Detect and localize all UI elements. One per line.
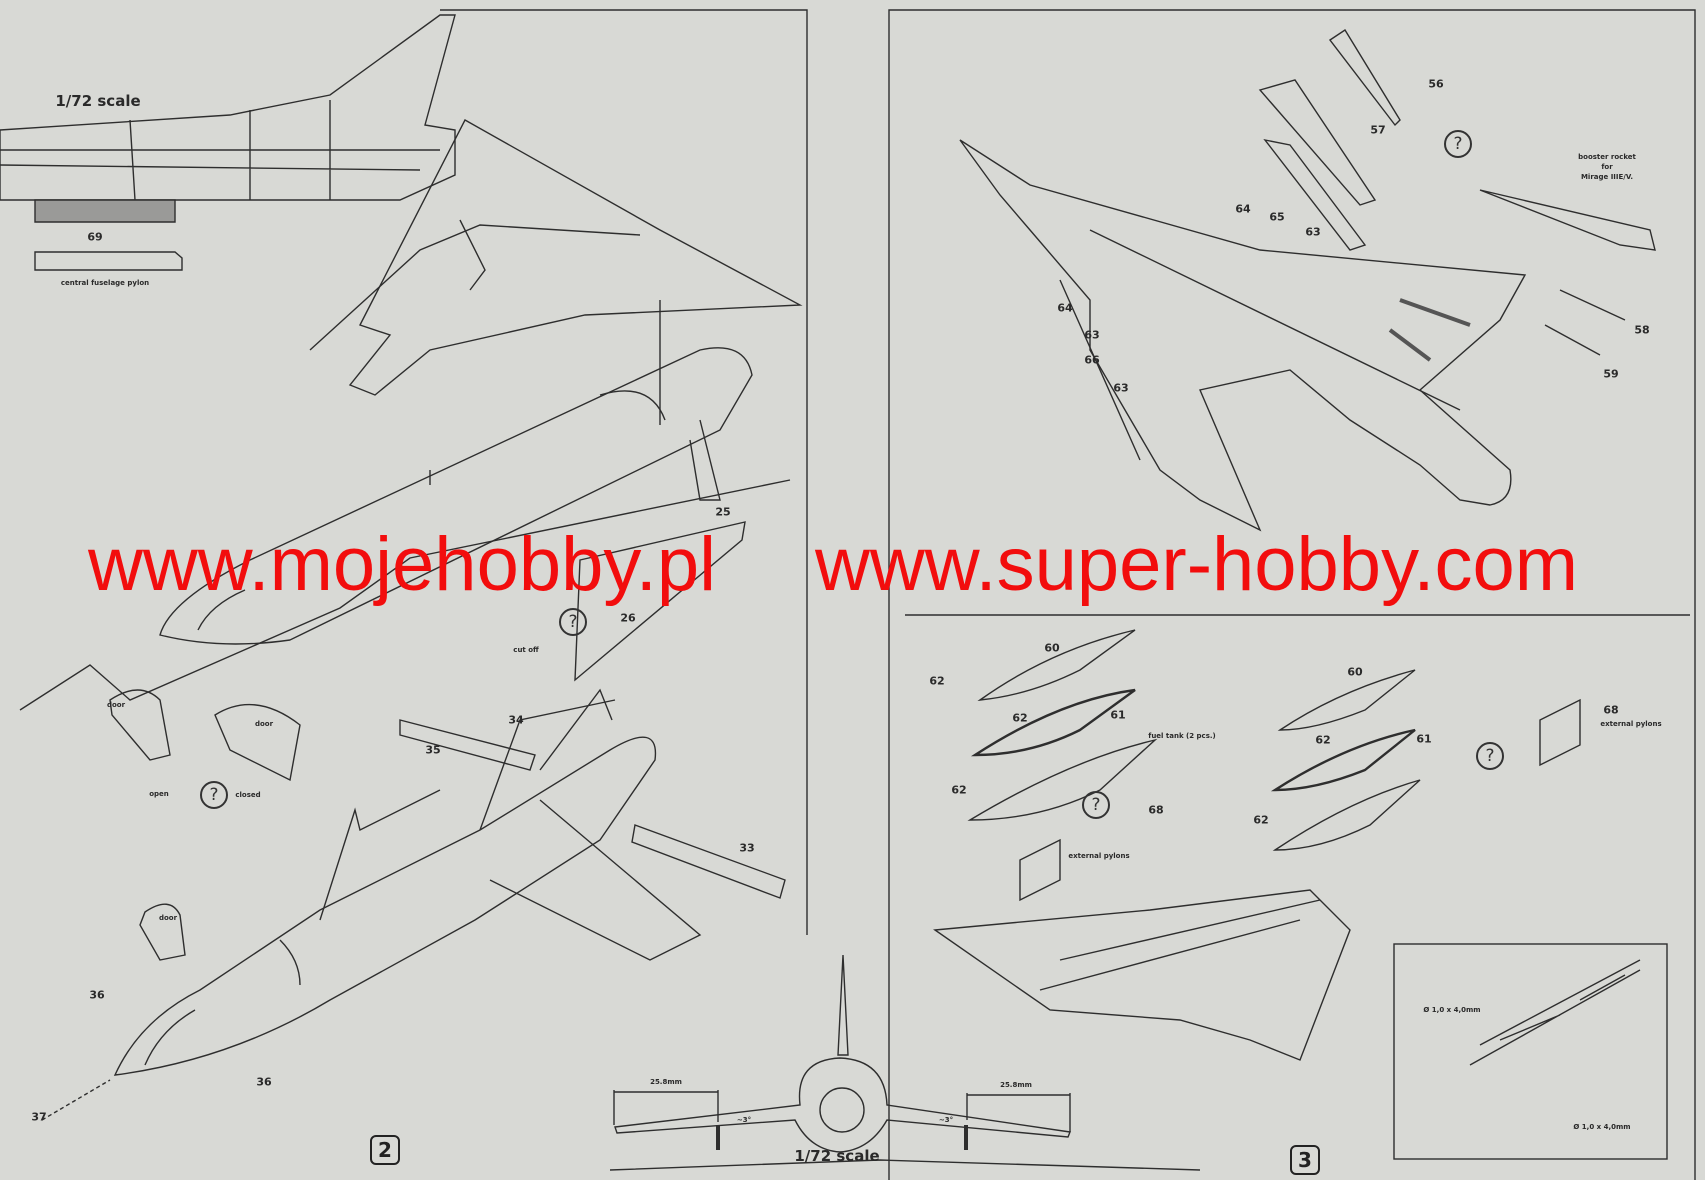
step-number-3: 3 xyxy=(1290,1145,1320,1175)
scale-label-bottom: 1/72 scale xyxy=(794,1147,880,1165)
part-68-label: 68 xyxy=(1148,803,1164,817)
part-57-label: 57 xyxy=(1370,123,1386,137)
part-65-label: 65 xyxy=(1269,210,1285,224)
part-34-label: 34 xyxy=(508,713,524,727)
inset-label-bottom: Ø 1,0 x 4,0mm xyxy=(1573,1123,1631,1131)
door-label: door xyxy=(254,720,274,728)
watermark-right: www.super-hobby.com xyxy=(815,522,1579,607)
part-64-label: 64 xyxy=(1057,301,1073,315)
part-61-label: 61 xyxy=(1416,732,1432,746)
page-borders xyxy=(19,9,1696,1180)
part-35-label: 35 xyxy=(425,743,441,757)
aircraft-underside xyxy=(959,29,1656,532)
cut-off-label: cut off xyxy=(513,646,539,654)
booster-label-line3: Mirage IIIE/V. xyxy=(1580,173,1634,181)
part-58-label: 58 xyxy=(1634,323,1650,337)
part-37-label: 37 xyxy=(31,1110,47,1124)
door-label: door xyxy=(158,914,178,922)
part-68-label: 68 xyxy=(1603,703,1619,717)
part-63-label: 63 xyxy=(1084,328,1100,342)
part-66-label: 66 xyxy=(1084,353,1100,367)
part-60-label: 60 xyxy=(1347,665,1363,679)
part-62-label: 62 xyxy=(1315,733,1331,747)
side-view-fuselage xyxy=(0,14,456,271)
part-61-label: 61 xyxy=(1110,708,1126,722)
part-62-label: 62 xyxy=(1253,813,1269,827)
fuselage xyxy=(159,300,753,645)
wing-assembly xyxy=(309,119,803,396)
part-63-label: 63 xyxy=(1305,225,1321,239)
scale-label-top: 1/72 scale xyxy=(55,92,141,110)
aircraft-lower-right xyxy=(933,889,1351,1061)
part-25-label: 25 xyxy=(715,505,731,519)
dimension-left-label: 25.8mm xyxy=(650,1078,682,1086)
part-59-label: 59 xyxy=(1603,367,1619,381)
open-label: open xyxy=(149,790,169,798)
part-62-label: 62 xyxy=(951,783,967,797)
booster-label-line1: booster rocket xyxy=(1578,153,1636,161)
part-56-label: 56 xyxy=(1428,77,1444,91)
option-question-icon: ? xyxy=(200,781,228,809)
front-view xyxy=(613,954,1071,1153)
option-question-icon: ? xyxy=(1444,130,1472,158)
closed-label: closed xyxy=(235,791,261,799)
detail-inset xyxy=(1393,943,1668,1160)
dimension-right-label: 25.8mm xyxy=(1000,1081,1032,1089)
part-62-label: 62 xyxy=(1012,711,1028,725)
part-63-label: 63 xyxy=(1113,381,1129,395)
part-60-label: 60 xyxy=(1044,641,1060,655)
part-64-label: 64 xyxy=(1235,202,1251,216)
fuel-tanks xyxy=(967,629,1581,902)
option-question-icon: ? xyxy=(559,608,587,636)
angle-right-label: ~3° xyxy=(938,1116,954,1124)
option-question-icon: ? xyxy=(1476,742,1504,770)
part-62-label: 62 xyxy=(929,674,945,688)
part-69-label: 69 xyxy=(87,230,103,244)
fuel-tank-label: fuel tank (2 pcs.) xyxy=(1148,732,1216,740)
central-pylon-label: central fuselage pylon xyxy=(60,279,150,287)
booster-label-line2: for xyxy=(1601,163,1613,171)
watermark-left: www.mojehobby.pl xyxy=(88,522,717,607)
aircraft-assembly xyxy=(41,521,786,1121)
option-question-icon: ? xyxy=(1082,791,1110,819)
part-26-label: 26 xyxy=(620,611,636,625)
part-36-label: 36 xyxy=(89,988,105,1002)
external-pylons-label: external pylons xyxy=(1600,720,1662,728)
external-pylons-label: external pylons xyxy=(1068,852,1130,860)
angle-left-label: ~3° xyxy=(736,1116,752,1124)
door-label: door xyxy=(106,701,126,709)
inset-label-top: Ø 1,0 x 4,0mm xyxy=(1423,1006,1481,1014)
part-36-label: 36 xyxy=(256,1075,272,1089)
part-33-label: 33 xyxy=(739,841,755,855)
step-number-2: 2 xyxy=(370,1135,400,1165)
